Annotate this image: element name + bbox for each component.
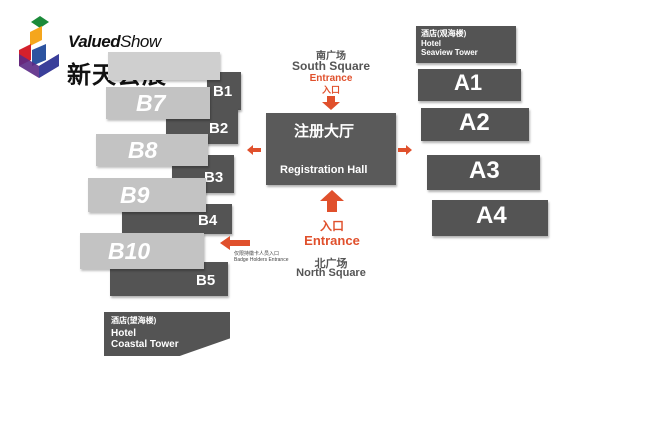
hall-b2-label: B2 (209, 120, 229, 137)
brand-name: ValuedShow (68, 32, 161, 51)
south-entrance-arrow-icon (322, 96, 340, 110)
south-square-cn: 南广场 (316, 51, 346, 62)
registration-hall[interactable]: 注册大厅 Registration Hall (266, 113, 396, 185)
north-entrance-cn: 入口 (319, 219, 344, 233)
hall-a1-label: A1 (454, 70, 483, 95)
north-square-en: North Square (296, 267, 366, 279)
hall-a3[interactable]: A3 (427, 155, 540, 190)
hall-b7-label: B7 (136, 90, 166, 116)
registration-hall-cn: 注册大厅 (294, 123, 355, 140)
hall-b7[interactable]: B7 (106, 87, 210, 119)
hotel-seaview-en1: Hotel (421, 39, 441, 48)
hotel-coastal-cn: 酒店(望海楼) (111, 316, 157, 325)
south-entrance-en: Entrance (309, 73, 353, 84)
hotel-seaview-cn: 酒店(观海楼) (421, 29, 467, 38)
hall-b1[interactable]: B1 (207, 72, 241, 110)
badge-entrance-arrow-icon (220, 236, 250, 250)
hotel-coastal-tower[interactable]: 酒店(望海楼) Hotel Coastal Tower (104, 312, 230, 356)
hall-a2-label: A2 (459, 109, 490, 136)
east-arrow-icon (398, 145, 412, 155)
hotel-coastal-en2: Coastal Tower (111, 339, 179, 350)
hall-b8-label: B8 (128, 137, 158, 163)
hall-b10-label: B10 (108, 238, 151, 264)
hall-b10[interactable]: B10 (80, 233, 204, 269)
registration-hall-en: Registration Hall (280, 164, 368, 176)
hall-b9-label: B9 (120, 182, 150, 208)
hall-b8[interactable]: B8 (96, 134, 208, 166)
badge-entrance-note: 仅限持徽卡人员入口 Badge Holders Entrance (234, 251, 288, 263)
north-square-cn: 北广场 (314, 258, 348, 270)
hall-top-unlabeled[interactable] (108, 52, 220, 80)
hall-a3-label: A3 (469, 157, 500, 184)
hall-b1-label: B1 (213, 83, 233, 100)
hall-a4-label: A4 (476, 202, 507, 229)
hall-a1[interactable]: A1 (418, 69, 521, 101)
hall-a2[interactable]: A2 (421, 108, 529, 141)
hall-b3-label: B3 (204, 169, 224, 186)
hotel-seaview-tower[interactable]: 酒店(观海楼) Hotel Seaview Tower (416, 26, 516, 63)
hall-b9[interactable]: B9 (88, 178, 206, 212)
south-entrance-cn: 入口 (321, 85, 340, 95)
badge-entrance-cn: 仅限持徽卡人员入口 (234, 251, 280, 257)
west-arrow-icon (247, 145, 261, 155)
south-square-en: South Square (291, 59, 370, 73)
hotel-seaview-en2: Seaview Tower (421, 48, 478, 57)
hall-a4[interactable]: A4 (432, 200, 548, 236)
badge-entrance-en: Badge Holders Entrance (234, 257, 289, 263)
hotel-coastal-en1: Hotel (111, 328, 136, 339)
hall-b5-label: B5 (196, 272, 216, 289)
valuedshow-logo-icon (16, 14, 62, 82)
hall-b4-label: B4 (198, 212, 218, 229)
north-entrance-arrow-icon (320, 190, 344, 212)
north-entrance-en: Entrance (304, 233, 360, 248)
